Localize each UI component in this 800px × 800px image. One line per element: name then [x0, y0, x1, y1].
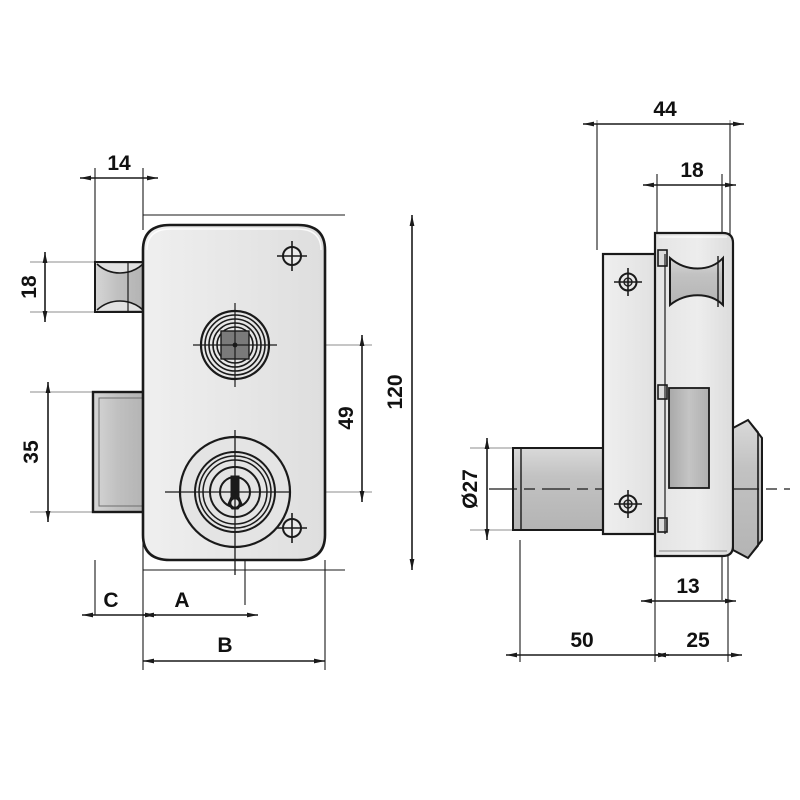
dim-49: 49	[335, 335, 365, 502]
front-extension-lines	[94, 168, 345, 670]
side-hidden-lines	[654, 245, 666, 556]
dim-50-label: 50	[570, 629, 593, 652]
dim-18-side-label: 18	[680, 159, 704, 182]
dim-c-label: C	[103, 589, 118, 612]
key-cylinder	[165, 430, 292, 575]
dim-13-label: 13	[676, 575, 699, 598]
dim-a: A	[143, 589, 258, 618]
dim-35-label: 35	[20, 440, 43, 464]
dim-120-label: 120	[384, 374, 407, 409]
dim-d27-label: Ø27	[459, 469, 482, 509]
dim-25: 25	[655, 629, 742, 658]
dim-44: 44	[583, 98, 744, 127]
side-view: 44 18 Ø27 13 50 25	[459, 98, 790, 662]
dead-bolt	[91, 390, 150, 514]
dim-14: 14	[80, 152, 158, 181]
side-fixing-hole-bottom	[614, 490, 642, 518]
fixing-hole-bottom	[277, 513, 307, 543]
dim-14-label: 14	[107, 152, 131, 175]
side-cylinder-slot	[657, 384, 710, 533]
side-fixing-hole-top	[614, 268, 642, 296]
dim-a-label: A	[174, 589, 189, 612]
fixing-hole-top	[277, 241, 307, 271]
front-view: 14 18 35 49 120 C A	[18, 152, 415, 670]
dim-18-side: 18	[643, 159, 736, 188]
dim-18-front: 18	[18, 252, 48, 322]
dim-35: 35	[20, 382, 51, 522]
side-latch-bolt	[657, 249, 724, 308]
dim-120: 120	[384, 215, 415, 570]
dim-13: 13	[641, 575, 736, 604]
dim-d27: Ø27	[459, 438, 490, 540]
dim-50: 50	[506, 629, 669, 658]
side-key-cylinder	[732, 418, 790, 560]
latch-bolt	[94, 261, 146, 313]
dim-44-label: 44	[653, 98, 677, 121]
dim-b: B	[143, 634, 325, 664]
dim-b-label: B	[217, 634, 232, 657]
dim-49-label: 49	[335, 406, 358, 429]
spindle-hole	[193, 303, 277, 387]
dim-18-front-label: 18	[18, 275, 41, 299]
dim-25-label: 25	[686, 629, 710, 652]
